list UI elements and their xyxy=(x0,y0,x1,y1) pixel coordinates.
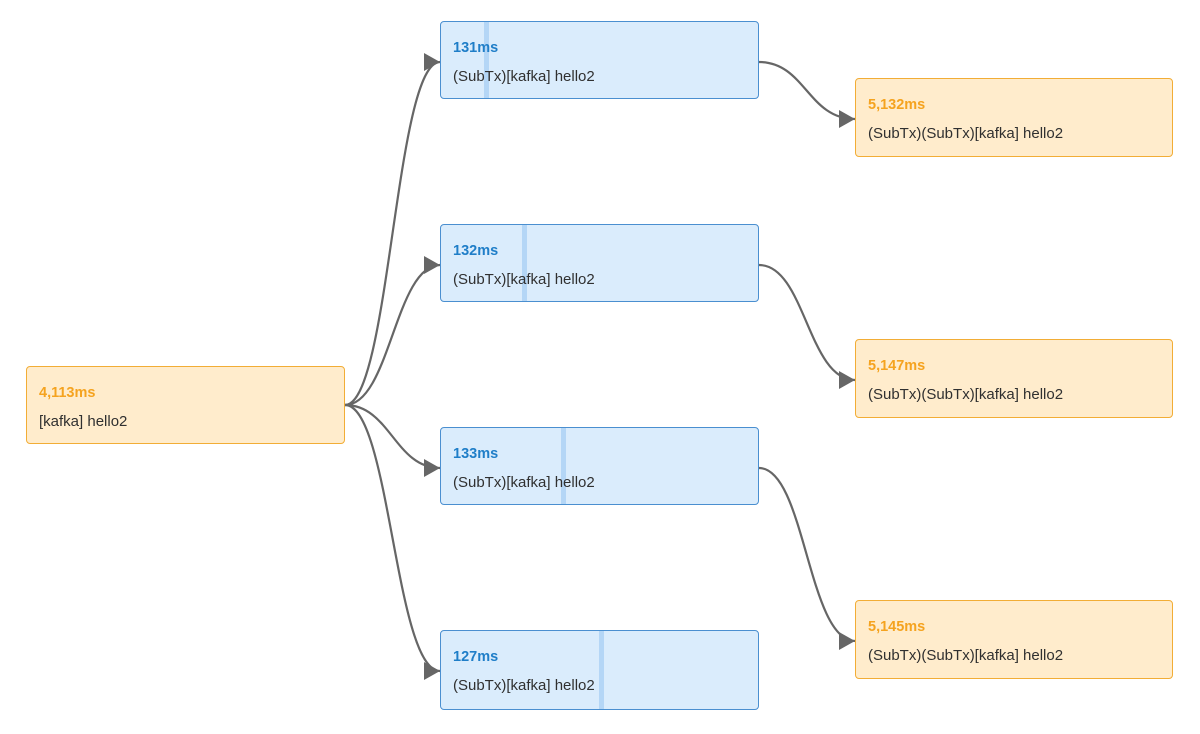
edge-child-3-grandchild-3 xyxy=(758,466,856,643)
grandchild-node-1[interactable]: 5,132ms (SubTx)(SubTx)[kafka] hello2 xyxy=(855,78,1173,157)
edge-child-1-grandchild-1 xyxy=(758,60,856,121)
child-name: (SubTx)[kafka] hello2 xyxy=(453,271,595,288)
child-node-1[interactable]: 131ms (SubTx)[kafka] hello2 xyxy=(440,21,759,99)
edge-root-child-1 xyxy=(344,60,441,407)
child-node-2[interactable]: 132ms (SubTx)[kafka] hello2 xyxy=(440,224,759,302)
grandchild-duration: 5,145ms xyxy=(868,619,926,635)
root-name: [kafka] hello2 xyxy=(39,413,128,430)
grandchild-duration: 5,132ms xyxy=(868,97,926,113)
edge-root-child-2 xyxy=(344,263,441,407)
edge-root-child-4 xyxy=(344,403,441,673)
grandchild-node-2[interactable]: 5,147ms (SubTx)(SubTx)[kafka] hello2 xyxy=(855,339,1173,418)
grandchild-duration: 5,147ms xyxy=(868,358,926,374)
timing-marker xyxy=(561,428,566,504)
grandchild-name: (SubTx)(SubTx)[kafka] hello2 xyxy=(868,386,1064,403)
child-name: (SubTx)[kafka] hello2 xyxy=(453,68,595,85)
arrowhead-grandchild-1 xyxy=(839,110,855,128)
timing-marker xyxy=(522,225,527,301)
child-duration: 133ms xyxy=(453,446,499,462)
child-node-4[interactable]: 127ms (SubTx)[kafka] hello2 xyxy=(440,630,759,710)
child-duration: 131ms xyxy=(453,40,499,56)
child-duration: 127ms xyxy=(453,649,499,665)
arrowhead-child-3 xyxy=(424,459,440,477)
root-duration: 4,113ms xyxy=(39,385,96,401)
root-node[interactable]: 4,113ms [kafka] hello2 xyxy=(26,366,345,444)
grandchild-name: (SubTx)(SubTx)[kafka] hello2 xyxy=(868,647,1064,664)
grandchild-name: (SubTx)(SubTx)[kafka] hello2 xyxy=(868,125,1064,142)
timing-marker xyxy=(599,631,604,709)
arrowhead-child-4 xyxy=(424,662,440,680)
arrowhead-grandchild-3 xyxy=(839,632,855,650)
arrowhead-grandchild-2 xyxy=(839,371,855,389)
arrowhead-child-1 xyxy=(424,53,440,71)
child-name: (SubTx)[kafka] hello2 xyxy=(453,474,595,491)
timing-marker xyxy=(484,22,489,98)
child-name: (SubTx)[kafka] hello2 xyxy=(453,677,595,694)
arrowhead-child-2 xyxy=(424,256,440,274)
grandchild-node-3[interactable]: 5,145ms (SubTx)(SubTx)[kafka] hello2 xyxy=(855,600,1173,679)
child-node-3[interactable]: 133ms (SubTx)[kafka] hello2 xyxy=(440,427,759,505)
edge-child-2-grandchild-2 xyxy=(758,263,856,382)
child-duration: 132ms xyxy=(453,243,499,259)
